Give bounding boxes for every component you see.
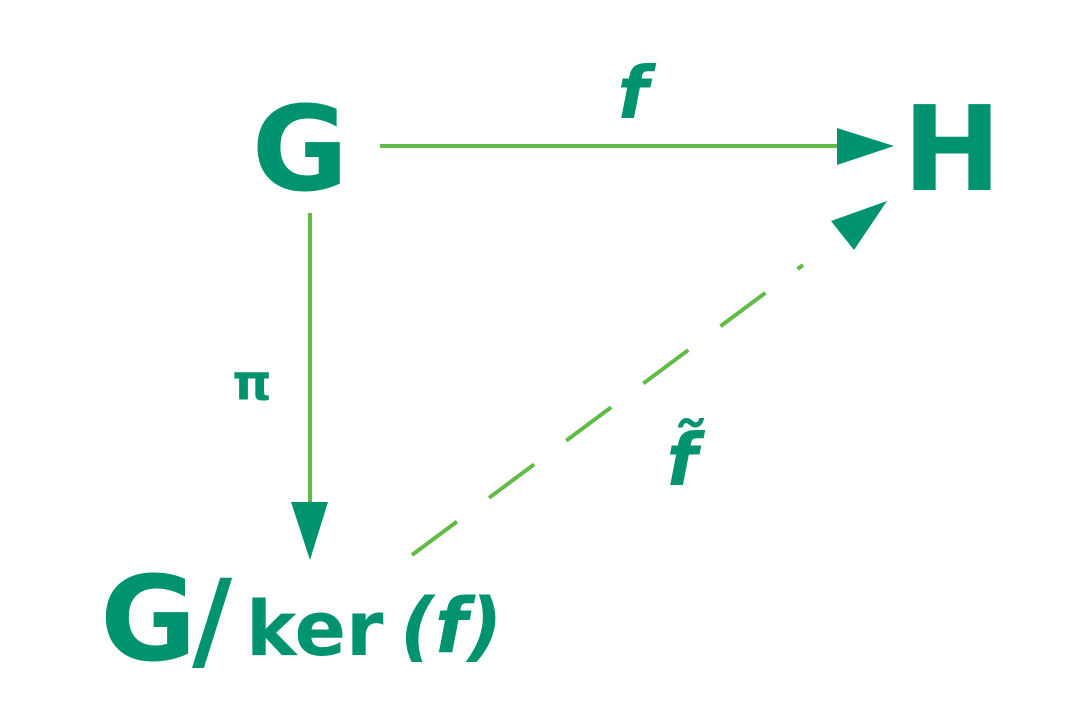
label-pi: π xyxy=(232,354,272,412)
arrow-f-head xyxy=(837,128,894,165)
label-f-tilde: f̃ xyxy=(666,418,705,502)
arrow-f-tilde-head xyxy=(831,201,887,250)
node-quotient-slash: / xyxy=(192,556,233,684)
node-G: G xyxy=(252,80,349,218)
arrow-f-tilde-line xyxy=(410,263,805,557)
label-f: f xyxy=(617,51,656,135)
node-quotient-G: G xyxy=(100,550,197,688)
node-quotient-ker: ker xyxy=(246,584,384,673)
arrow-pi-head xyxy=(291,502,328,560)
node-H: H xyxy=(903,80,1002,218)
node-quotient-arg: (f) xyxy=(400,581,503,670)
